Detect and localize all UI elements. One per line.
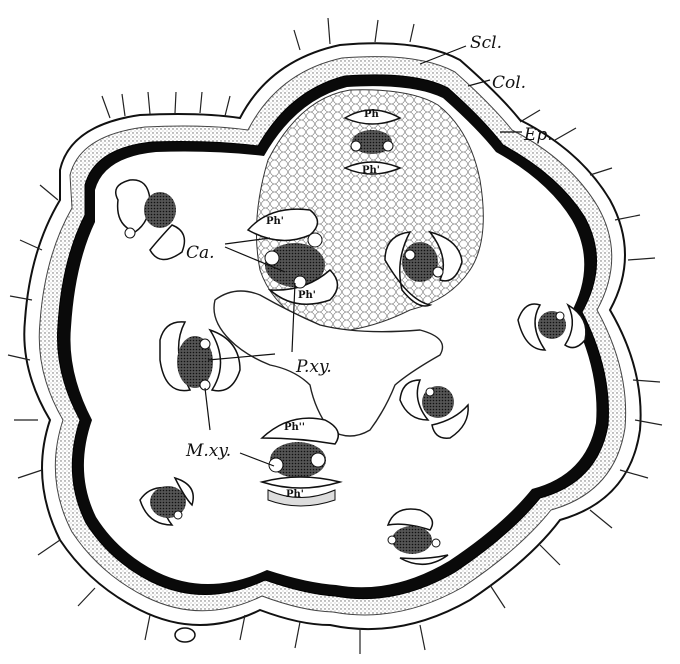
label-metaxylem: M.xy. [185, 441, 231, 461]
bundle-bottom-lower-label: Ph' [286, 489, 304, 500]
small-oval-mark [175, 628, 195, 642]
bundle-bottom-upper-label: Ph'' [284, 422, 305, 433]
label-epidermis: Ep. [523, 125, 553, 145]
label-sclerenchyma: Scl. [470, 33, 502, 53]
bundle-left-upper-label: Ph' [266, 216, 284, 227]
bundle-top-inner-label: Ph' [362, 165, 380, 176]
label-collenchyma: Col. [492, 73, 526, 93]
bundle-left-lower-label: Ph' [298, 290, 316, 301]
bundle-top-outer-label: Ph [364, 109, 380, 120]
label-cambium: Ca. [186, 243, 215, 263]
label-protoxylem: P.xy. [295, 357, 332, 377]
